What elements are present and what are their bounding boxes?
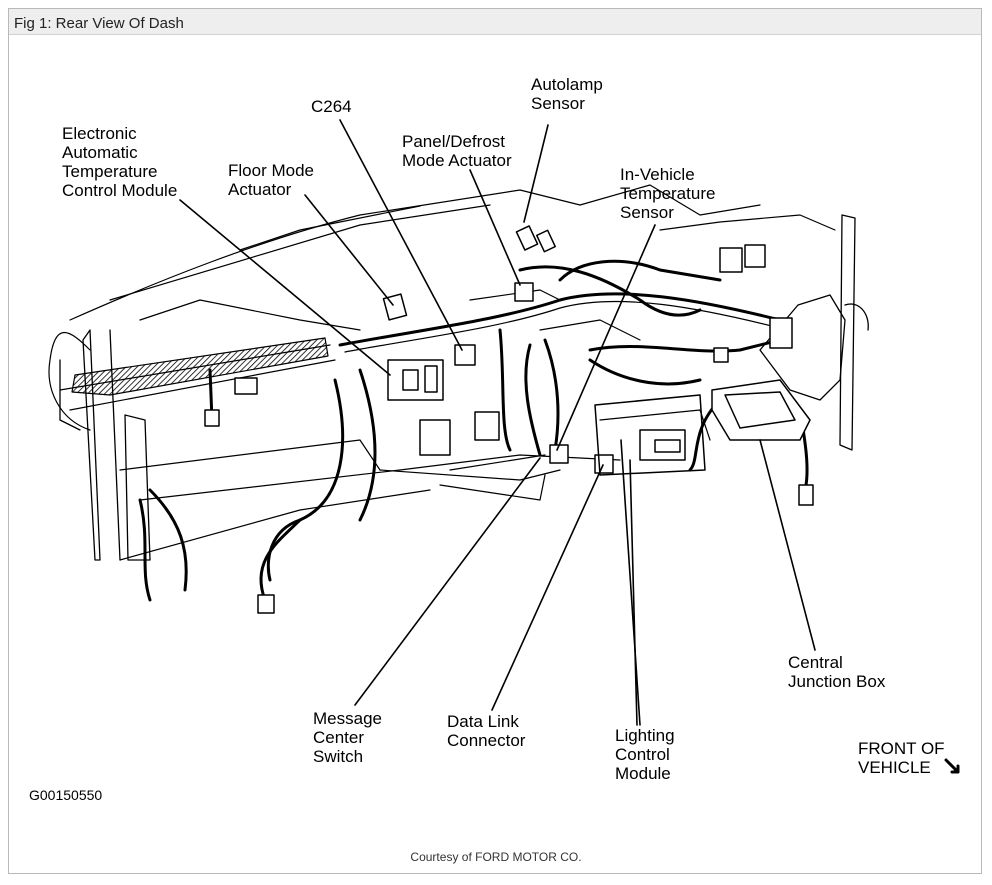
figure-title: Fig 1: Rear View Of Dash bbox=[14, 15, 184, 32]
right-pillar bbox=[759, 214, 869, 451]
dash-outline bbox=[48, 184, 836, 561]
cross-beam bbox=[71, 337, 329, 396]
label-central-junction-box: Central Junction Box bbox=[788, 653, 886, 691]
leader-lines bbox=[179, 119, 816, 726]
label-floor-mode-actuator: Floor Mode Actuator bbox=[228, 161, 314, 199]
figure-code: G00150550 bbox=[29, 787, 103, 803]
label-lighting-control-module: Lighting Control Module bbox=[615, 726, 675, 783]
figure-title-bar bbox=[9, 9, 981, 35]
figure-frame bbox=[8, 8, 982, 874]
label-message-center-switch: Message Center Switch bbox=[313, 709, 382, 766]
front-arrow-icon bbox=[944, 758, 960, 774]
label-in-vehicle-temp-sensor: In-Vehicle Temperature Sensor bbox=[620, 165, 716, 222]
label-eatc-module: Electronic Automatic Temperature Control… bbox=[62, 124, 178, 200]
connectors bbox=[204, 225, 814, 614]
left-pillar bbox=[59, 329, 151, 561]
wiring-harness bbox=[138, 259, 809, 602]
label-c264: C264 bbox=[311, 97, 352, 116]
label-panel-defrost-actuator: Panel/Defrost Mode Actuator bbox=[402, 132, 512, 170]
front-of-vehicle-label: FRONT OF VEHICLE bbox=[858, 739, 945, 777]
label-data-link-connector: Data Link Connector bbox=[447, 712, 526, 750]
figure-credit: Courtesy of FORD MOTOR CO. bbox=[410, 850, 582, 864]
label-autolamp-sensor: Autolamp Sensor bbox=[531, 75, 603, 113]
